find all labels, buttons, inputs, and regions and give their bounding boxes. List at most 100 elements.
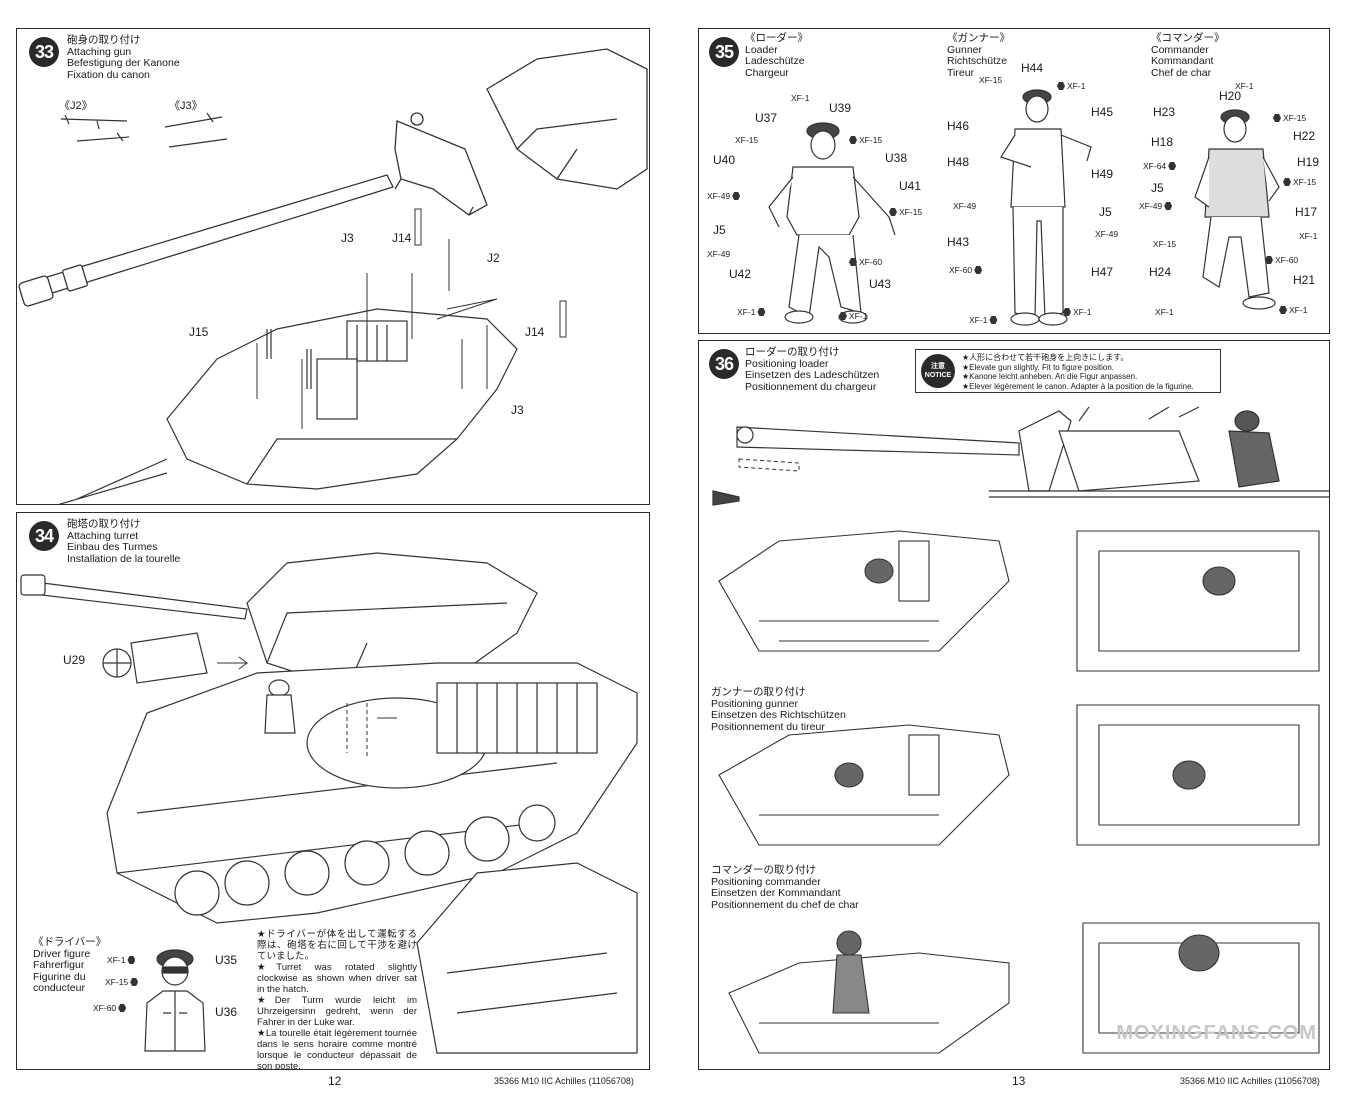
title-fr: Fixation du canon — [67, 68, 150, 81]
gunner-paint-4: XF-60 — [949, 265, 983, 275]
loader-position-drawing — [712, 406, 1329, 506]
note-fr: ★La tourelle était légèrement tournée da… — [257, 1028, 417, 1070]
footer-code-left: 35366 M10 IIC Achilles (11056708) — [494, 1076, 634, 1086]
step-34-panel: 34 砲塔の取り付け Attaching turret Einbau des T… — [16, 512, 650, 1070]
loader-paint-2: XF-15 — [849, 135, 882, 145]
ref-j3: 《J3》 — [169, 100, 203, 112]
gunner-paint-3: XF-49 — [1095, 229, 1119, 239]
driver-line-0: Driver figure — [33, 947, 91, 960]
gunner-part-j5: J5 — [1099, 205, 1112, 219]
commander-paint-2: XF-64 — [1143, 161, 1177, 171]
commander-pos-en: Positioning commander — [711, 875, 821, 888]
title-jp: 砲塔の取り付け — [67, 518, 141, 530]
commander-paint-1: XF-15 — [1273, 113, 1306, 123]
step-33-title: 砲身の取り付け Attaching gun Befestigung der Ka… — [67, 34, 180, 81]
gunner-part-h45: H45 — [1091, 105, 1114, 119]
gunner-position-title: ガンナーの取り付け Positioning gunner Einsetzen d… — [711, 686, 846, 733]
loader-title: 《ローダー》 Loader Ladeschütze Chargeur — [745, 32, 808, 79]
commander-header: 《コマンダー》 — [1151, 32, 1225, 44]
commander-pos-de: Einsetzen der Kommandant — [711, 887, 841, 899]
commander-part-h20: H20 — [1219, 89, 1242, 103]
gunner-part-h46: H46 — [947, 119, 970, 133]
loader-name-en: Loader — [745, 43, 778, 56]
notice-line-0: ★人形に合わせて若干砲身を上向きにします。 — [962, 353, 1129, 362]
driver-line-3: conducteur — [33, 982, 85, 994]
loader-paint-7: XF-1 — [737, 307, 766, 317]
gunner-pos-en: Positioning gunner — [711, 697, 798, 710]
step-35-panel: 35 《ローダー》 Loader Ladeschütze Chargeur U3… — [698, 28, 1330, 334]
loader-name-de: Ladeschütze — [745, 55, 805, 67]
title-en: Attaching turret — [67, 529, 139, 542]
commander-part-j5: J5 — [1151, 181, 1164, 195]
commander-part-h22: H22 — [1293, 129, 1316, 143]
label-j3-top: J3 — [341, 231, 354, 245]
step-34-title: 砲塔の取り付け Attaching turret Einbau des Turm… — [67, 518, 181, 565]
commander-part-h17: H17 — [1295, 205, 1318, 219]
commander-part-h23: H23 — [1153, 105, 1176, 119]
watermark-logo: MOXINGFANS.COM — [1116, 1022, 1317, 1044]
title-de: Einbau des Turmes — [67, 541, 158, 553]
driver-figure-drawing — [144, 949, 206, 1052]
title-en: Positioning loader — [745, 357, 829, 370]
step-33-number: 33 — [29, 37, 59, 67]
commander-paint-6: XF-1 — [1299, 231, 1318, 241]
gunner-header: 《ガンナー》 — [947, 32, 1010, 44]
label-j14-right: J14 — [525, 325, 545, 339]
commander-part-h21: H21 — [1293, 273, 1316, 287]
gunner-figure-drawing — [1000, 89, 1092, 326]
commander-part-h18: H18 — [1151, 135, 1174, 149]
tank-hull-drawing — [20, 552, 638, 1054]
note-en: ★Turret was rotated slightly clockwise a… — [257, 962, 417, 995]
notice-box: 注意 NOTICE ★人形に合わせて若干砲身を上向きにします。 ★Elevate… — [915, 349, 1221, 393]
ref-j2: 《J2》 — [59, 100, 93, 112]
gunner-title: 《ガンナー》 Gunner Richtschütze Tireur — [947, 32, 1010, 79]
commander-paint-8: XF-1 — [1155, 307, 1174, 317]
driver-paint-2: XF-60 — [93, 1003, 127, 1013]
gunner-part-h47: H47 — [1091, 265, 1114, 279]
commander-position-title: コマンダーの取り付け Positioning commander Einsetz… — [711, 864, 859, 911]
gunner-paint-6: XF-1 — [1063, 307, 1091, 317]
page-number-left: 12 — [328, 1074, 342, 1088]
step-36-panel: 36 ローダーの取り付け Positioning loader Einsetze… — [698, 340, 1330, 1070]
note-de: ★Der Turm wurde leicht im Uhrzeigersinn … — [257, 995, 417, 1028]
title-fr: Installation de la tourelle — [67, 552, 181, 565]
loader-part-u42: U42 — [729, 267, 752, 281]
gunner-pos-jp: ガンナーの取り付け — [711, 686, 806, 698]
loader-name-fr: Chargeur — [745, 66, 789, 79]
footer-code-right: 35366 M10 IIC Achilles (11056708) — [1180, 1076, 1320, 1086]
commander-paint-0: XF-1 — [1235, 81, 1254, 91]
loader-inside-views — [718, 530, 1320, 672]
label-j2: J2 — [487, 251, 500, 265]
step-34-number: 34 — [29, 521, 59, 551]
commander-pos-jp: コマンダーの取り付け — [711, 864, 816, 876]
step-33-panel: 33 砲身の取り付け Attaching gun Befestigung der… — [16, 28, 650, 505]
loader-part-u41: U41 — [899, 179, 922, 193]
label-j3-bottom: J3 — [511, 403, 524, 417]
driver-note: ★ドライバーが体を出して運転する際は、砲塔を右に回して干渉を避けていました。 ★… — [257, 929, 417, 1070]
loader-part-u40: U40 — [713, 153, 736, 167]
commander-pos-fr: Positionnement du chef de char — [711, 898, 859, 911]
notice-line-2: ★Kanone leicht anheben. An die Figur anp… — [962, 372, 1138, 381]
gunner-pos-de: Einsetzen des Richtschützen — [711, 709, 846, 721]
loader-part-u43: U43 — [869, 277, 892, 291]
loader-paint-3: XF-49 — [707, 191, 741, 201]
loader-paint-5: XF-49 — [707, 249, 731, 259]
driver-line-2: Figurine du — [33, 970, 86, 983]
step-36-title: ローダーの取り付け Positioning loader Einsetzen d… — [745, 346, 879, 393]
commander-paint-5: XF-15 — [1153, 239, 1177, 249]
title-fr: Positionnement du chargeur — [745, 380, 877, 393]
label-u29: U29 — [63, 653, 86, 667]
commander-paint-7: XF-60 — [1265, 255, 1298, 265]
loader-part-u39: U39 — [829, 101, 852, 115]
loader-paint-1: XF-15 — [735, 135, 759, 145]
driver-paint-1: XF-15 — [105, 977, 139, 987]
loader-paint-8: XF-1 — [839, 311, 867, 321]
driver-header-jp: 《ドライバー》 — [33, 936, 107, 948]
gunner-part-h43: H43 — [947, 235, 970, 249]
gunner-part-h44: H44 — [1021, 61, 1044, 75]
loader-part-u38: U38 — [885, 151, 908, 165]
driver-line-1: Fahrerfigur — [33, 959, 85, 971]
notice-line-1: ★Elevate gun slightly. Fit to figure pos… — [962, 362, 1114, 372]
loader-header: 《ローダー》 — [745, 32, 808, 44]
step-36-number: 36 — [709, 349, 739, 379]
